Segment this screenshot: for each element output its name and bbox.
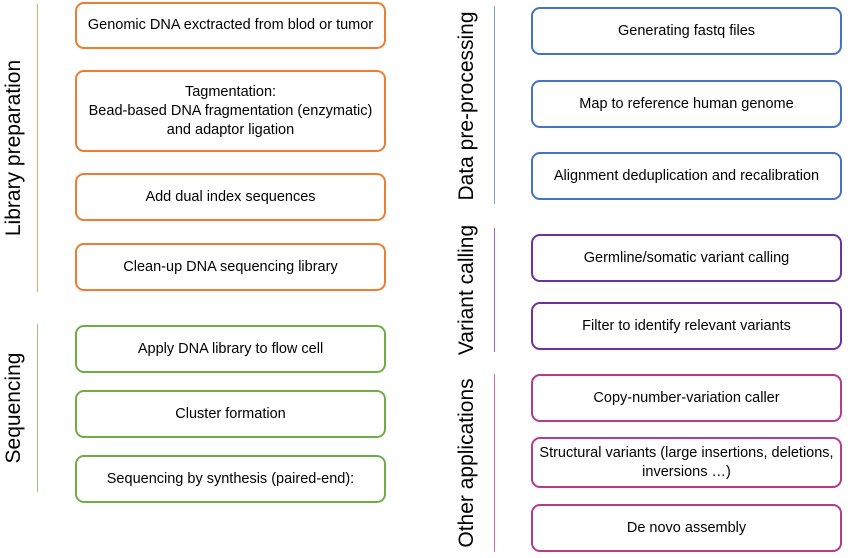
- step-filter-variants: Filter to identify relevant variants: [531, 302, 842, 350]
- step-cluster-formation: Cluster formation: [75, 390, 386, 438]
- data-preprocessing-bracket-line: [494, 6, 495, 204]
- step-cnv-caller: Copy-number-variation caller: [531, 374, 842, 422]
- library-preparation-bracket-line: [37, 4, 38, 292]
- variant-calling-label: Variant calling: [455, 224, 478, 356]
- other-applications-bracket-line: [494, 374, 495, 552]
- step-de-novo-assembly: De novo assembly: [531, 504, 842, 552]
- step-apply-to-flow-cell: Apply DNA library to flow cell: [75, 325, 386, 373]
- data-preprocessing-label: Data pre-processing: [455, 11, 478, 201]
- sequencing-label: Sequencing: [2, 352, 25, 464]
- step-map-to-reference: Map to reference human genome: [531, 80, 842, 128]
- step-tagmentation: Tagmentation: Bead-based DNA fragmentati…: [75, 70, 386, 152]
- step-generating-fastq: Generating fastq files: [531, 7, 842, 55]
- step-structural-variants: Structural variants (large insertions, d…: [531, 437, 842, 488]
- step-genomic-dna-extraction: Genomic DNA exctracted from blod or tumo…: [75, 2, 386, 49]
- step-sequencing-by-synthesis: Sequencing by synthesis (paired-end):: [75, 455, 386, 503]
- other-applications-label: Other applications: [455, 378, 478, 548]
- step-add-dual-index: Add dual index sequences: [75, 173, 386, 221]
- step-alignment-dedup-recal: Alignment deduplication and recalibratio…: [531, 152, 842, 200]
- sequencing-bracket-line: [37, 324, 38, 492]
- step-tagmentation-text: Tagmentation: Bead-based DNA fragmentati…: [88, 83, 373, 138]
- step-cleanup-library: Clean-up DNA sequencing library: [75, 243, 386, 291]
- library-preparation-label: Library preparation: [2, 59, 25, 237]
- step-variant-calling: Germline/somatic variant calling: [531, 234, 842, 282]
- variant-calling-bracket-line: [494, 228, 495, 352]
